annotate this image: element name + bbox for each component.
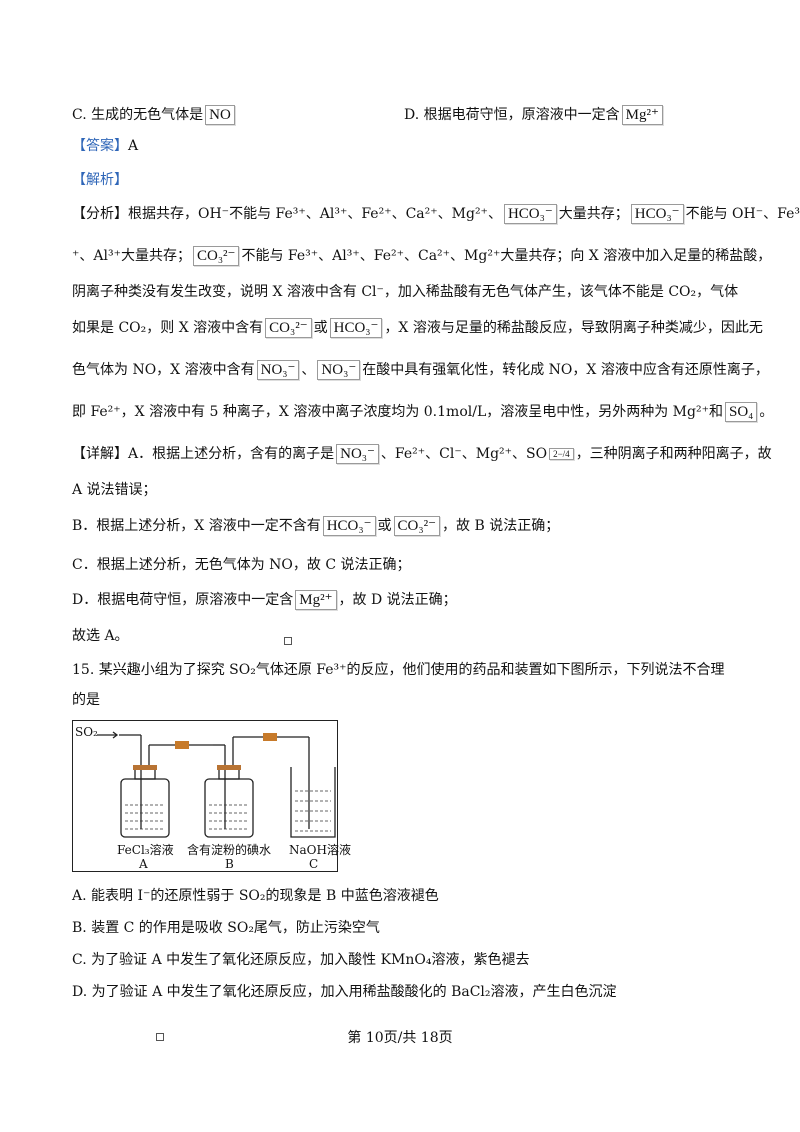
option-c-text: C. 生成的无色气体是 — [72, 107, 204, 123]
marker-square — [156, 1033, 164, 1041]
text: B．根据上述分析，X 溶液中一定不含有 — [72, 518, 321, 534]
detail-line-6: 故选 A。 — [72, 628, 129, 644]
answer-value: A — [128, 138, 139, 154]
text: ，三种阴离子和两种阳离子，故 — [575, 446, 772, 462]
q15-option-d: D. 为了验证 A 中发生了氧化还原反应，加入用稀盐酸酸化的 BaCl₂溶液，产… — [72, 984, 617, 1000]
formula-hco3-box: HCO₃⁻ — [329, 318, 383, 338]
text: 。 — [759, 404, 774, 420]
formula-so4-charge-box: 2−/4 — [549, 448, 574, 460]
formula-co3-box: CO₃²⁻ — [265, 318, 312, 338]
text: 、Fe²⁺、Cl⁻、Mg²⁺、SO — [380, 446, 548, 462]
label-iodine-starch: 含有淀粉的碘水 — [187, 843, 272, 857]
formula-co3-box: CO₃²⁻ — [393, 516, 441, 536]
text: ⁺、Al³⁺大量共存； — [72, 248, 191, 264]
inlet-label: SO₂ — [75, 725, 98, 739]
apparatus-drawing — [97, 731, 336, 838]
q15-option-c: C. 为了验证 A 中发生了氧化还原反应，加入酸性 KMnO₄溶液，紫色褪去 — [72, 952, 530, 968]
formula-hco3-box: HCO₃⁻ — [503, 204, 557, 224]
formula-hco3-box: HCO₃⁻ — [322, 516, 376, 536]
label-fecl3: FeCl₃溶液 — [117, 843, 174, 857]
text: ，X 溶液与足量的稀盐酸反应，导致阴离子种类减少，因此无 — [384, 320, 763, 336]
q15-stem-2: 的是 — [72, 692, 100, 708]
text: ，故 B 说法正确； — [442, 518, 560, 534]
text: 【分析】根据共存，OH⁻不能与 Fe³⁺、Al³⁺、Fe²⁺、Ca²⁺、Mg²⁺… — [72, 206, 502, 222]
label-a: A — [139, 857, 148, 871]
analysis-label: 【解析】 — [72, 172, 128, 188]
formula-no-box: NO — [205, 105, 235, 125]
q15-stem-1: 15. 某兴趣小组为了探究 SO₂气体还原 Fe³⁺的反应，他们使用的药品和装置… — [72, 662, 725, 678]
formula-hco3-box: HCO₃⁻ — [630, 204, 684, 224]
label-b: B — [225, 857, 234, 871]
text: 或 — [377, 518, 392, 534]
page-footer: 第 10页/共 18页 — [347, 1030, 453, 1046]
text: 大量共存； — [558, 206, 629, 222]
formula-mg-box: Mg²⁺ — [295, 590, 337, 610]
text: 在酸中具有强氧化性，转化成 NO，X 溶液中应含有还原性离子， — [362, 362, 769, 378]
text: 如果是 CO₂，则 X 溶液中含有 — [72, 320, 264, 336]
text: 色气体为 NO，X 溶液中含有 — [72, 362, 255, 378]
text: 即 Fe²⁺，X 溶液中有 5 种离子，X 溶液中离子浓度均为 0.1mol/L… — [72, 404, 723, 420]
formula-no3-box: NO₃⁻ — [256, 360, 300, 380]
apparatus-figure: SO₂ FeCl₃溶液 含有淀粉的碘水 NaOH溶液 A B C — [72, 720, 351, 872]
formula-so4-box: SO₄ — [724, 402, 758, 422]
text: 不能与 Fe³⁺、Al³⁺、Fe²⁺、Ca²⁺、Mg²⁺大量共存；向 X 溶液中… — [241, 248, 772, 264]
analysis-line-1: 【分析】根据共存，OH⁻不能与 Fe³⁺、Al³⁺、Fe²⁺、Ca²⁺、Mg²⁺… — [72, 204, 800, 224]
marker-square — [284, 637, 292, 645]
formula-no3-box: NO₃⁻ — [317, 360, 361, 380]
formula-co3-box: CO₃²⁻ — [192, 246, 240, 266]
text: ，故 D 说法正确； — [338, 592, 457, 608]
text: 【详解】A．根据上述分析，含有的离子是 — [72, 446, 335, 462]
option-d-text: D. 根据电荷守恒，原溶液中一定含 — [404, 107, 620, 123]
analysis-line-2: ⁺、Al³⁺大量共存；CO₃²⁻不能与 Fe³⁺、Al³⁺、Fe²⁺、Ca²⁺、… — [72, 246, 771, 266]
text: D．根据电荷守恒，原溶液中一定含 — [72, 592, 294, 608]
answer-label: 【答案】 — [72, 138, 128, 154]
formula-no3-box: NO₃⁻ — [336, 444, 379, 464]
label-c: C — [309, 857, 319, 871]
detail-line-2: A 说法错误； — [72, 482, 157, 498]
text: 、 — [301, 362, 316, 378]
detail-line-4: C．根据上述分析，无色气体为 NO，故 C 说法正确； — [72, 557, 411, 573]
text: 或 — [313, 320, 328, 336]
q15-option-a: A. 能表明 I⁻的还原性弱于 SO₂的现象是 B 中蓝色溶液褪色 — [72, 888, 439, 904]
analysis-line-6: 即 Fe²⁺，X 溶液中有 5 种离子，X 溶液中离子浓度均为 0.1mol/L… — [72, 402, 773, 422]
q15-option-b: B. 装置 C 的作用是吸收 SO₂尾气，防止污染空气 — [72, 920, 380, 936]
label-naoh: NaOH溶液 — [289, 843, 351, 857]
answer-line: 【答案】A — [72, 136, 138, 156]
text: 不能与 OH⁻、Fe³ — [685, 206, 800, 222]
analysis-line-3: 阴离子种类没有发生改变，说明 X 溶液中含有 Cl⁻，加入稀盐酸有无色气体产生，… — [72, 284, 739, 300]
formula-mg-box: Mg²⁺ — [621, 105, 663, 125]
